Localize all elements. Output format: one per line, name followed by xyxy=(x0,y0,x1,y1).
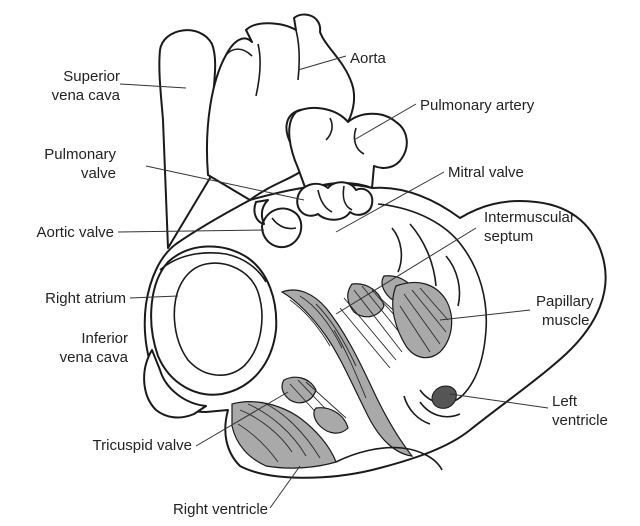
septum-hatching xyxy=(289,295,367,399)
label-pulmonary-valve: valve xyxy=(81,165,116,182)
label-left-ventricle: ventricle xyxy=(552,412,608,429)
right-atrium-chamber xyxy=(150,245,278,396)
label-mitral-valve: Mitral valve xyxy=(448,164,524,181)
label-papillary-muscle: Papillary xyxy=(536,293,594,310)
pulmonary-artery-fold xyxy=(325,117,365,155)
label-inferior-vena-cava: Inferior xyxy=(81,330,128,347)
label-superior-vena-cava: Superior xyxy=(63,68,120,85)
label-right-atrium: Right atrium xyxy=(45,290,126,307)
leader-right-ventricle xyxy=(269,465,301,509)
leader-lines xyxy=(117,55,549,509)
label-left-ventricle: Left xyxy=(552,393,578,410)
right-atrium-inner xyxy=(173,262,263,376)
label-intermuscular-septum: Intermuscular xyxy=(484,209,575,226)
right-ventricle-hatching xyxy=(237,401,321,463)
left-ventricle-apex-spot xyxy=(431,385,457,409)
right-atrium-rim xyxy=(159,251,267,283)
leader-superior-vena-cava xyxy=(119,83,187,89)
leader-papillary-muscle xyxy=(439,309,531,321)
leader-tricuspid-valve xyxy=(195,391,289,447)
pulmonary-artery-vessel xyxy=(288,106,408,191)
label-aorta: Aorta xyxy=(350,50,387,67)
aorta-vessel xyxy=(205,13,356,201)
left-ventricle-endocardium xyxy=(391,223,461,307)
valve-cusps xyxy=(253,181,374,249)
label-inferior-vena-cava: vena cava xyxy=(60,349,129,366)
heart-apex xyxy=(335,446,443,471)
aorta-branch-line xyxy=(225,29,301,97)
label-aortic-valve: Aortic valve xyxy=(36,224,114,241)
label-intermuscular-septum: septum xyxy=(484,228,533,245)
leader-left-ventricle xyxy=(449,393,549,409)
label-right-ventricle: Right ventricle xyxy=(173,501,268,518)
label-superior-vena-cava: vena cava xyxy=(52,87,121,104)
label-pulmonary-artery: Pulmonary artery xyxy=(420,97,535,114)
leader-right-atrium xyxy=(129,295,179,299)
septum-shading xyxy=(280,289,414,457)
labels: Superior vena cava Aorta Pulmonary arter… xyxy=(36,50,607,518)
label-pulmonary-valve: Pulmonary xyxy=(44,146,116,163)
leader-intermuscular-septum xyxy=(335,227,477,315)
leader-mitral-valve xyxy=(335,171,445,233)
leader-pulmonary-valve xyxy=(145,165,305,201)
leader-pulmonary-artery xyxy=(353,103,417,141)
leader-aortic-valve xyxy=(117,229,265,233)
papillary-muscle-hatch xyxy=(399,287,449,353)
tricuspid-valve-leaflets xyxy=(281,376,349,434)
leader-aorta xyxy=(297,55,347,71)
right-ventricle-shading xyxy=(231,401,337,469)
papillary-muscle-shading xyxy=(392,281,453,359)
left-ventricle-apex-trabeculae xyxy=(403,395,461,425)
label-papillary-muscle: muscle xyxy=(542,312,590,329)
inferior-vena-cava-vessel xyxy=(143,349,207,419)
heart-illustration xyxy=(143,13,607,479)
label-tricuspid-valve: Tricuspid valve xyxy=(93,437,192,454)
